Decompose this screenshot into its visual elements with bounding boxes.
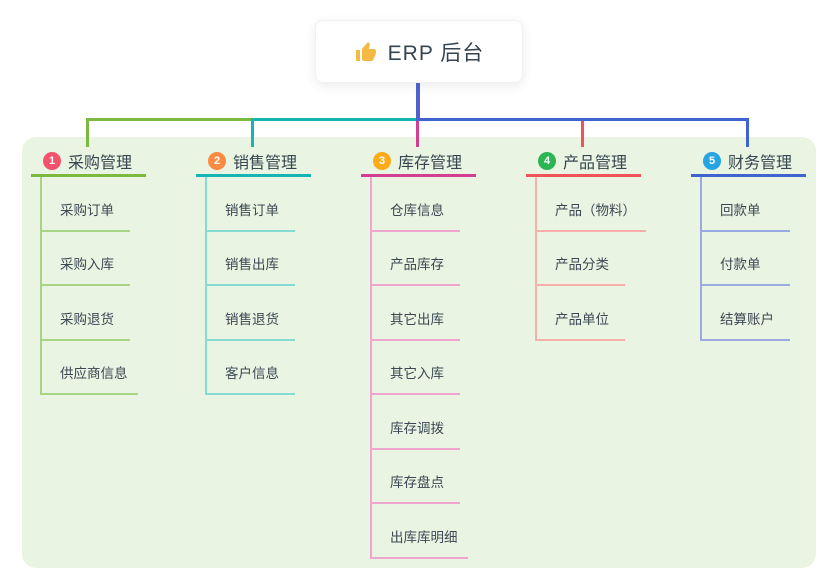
root-title: ERP 后台 bbox=[387, 41, 485, 65]
branch-number-badge: 3 bbox=[373, 151, 391, 170]
child-node[interactable]: 采购入库 bbox=[42, 232, 191, 286]
child-node[interactable]: 产品（物料） bbox=[537, 177, 686, 232]
child-node-label: 仓库信息 bbox=[372, 199, 460, 232]
child-node[interactable]: 产品分类 bbox=[537, 232, 686, 286]
child-node[interactable]: 产品库存 bbox=[372, 232, 521, 286]
child-node-label: 其它入库 bbox=[372, 362, 460, 395]
child-node[interactable]: 采购订单 bbox=[42, 177, 191, 232]
child-node-label: 销售订单 bbox=[207, 199, 295, 232]
branch-drop-line bbox=[416, 118, 419, 147]
child-node[interactable]: 回款单 bbox=[702, 177, 839, 232]
child-node[interactable]: 产品单位 bbox=[537, 286, 686, 341]
branch: 4 产品管理产品（物料） 产品分类产品单位 bbox=[526, 118, 686, 341]
child-node[interactable]: 销售退货 bbox=[207, 286, 356, 341]
branch-number-badge: 5 bbox=[703, 151, 721, 170]
branch-drop-line bbox=[86, 118, 89, 147]
root-connector-line bbox=[416, 83, 420, 121]
branch-title: 销售管理 bbox=[233, 154, 298, 172]
branch-number-badge: 2 bbox=[208, 151, 226, 170]
trunk-line bbox=[86, 118, 253, 121]
child-node-label: 产品单位 bbox=[537, 308, 625, 341]
child-node-label: 客户信息 bbox=[207, 362, 295, 395]
branch-children: 产品（物料） 产品分类产品单位 bbox=[535, 177, 686, 341]
branch-title: 产品管理 bbox=[563, 154, 628, 172]
child-node[interactable]: 采购退货 bbox=[42, 286, 191, 341]
child-node-label: 付款单 bbox=[702, 253, 790, 286]
branches-panel bbox=[22, 137, 816, 568]
child-node-label: 供应商信息 bbox=[42, 362, 138, 395]
thumbs-up-icon bbox=[354, 40, 378, 64]
trunk-line bbox=[417, 118, 749, 121]
branch-number-badge: 4 bbox=[538, 151, 556, 170]
child-node[interactable]: 仓库信息 bbox=[372, 177, 521, 232]
child-node[interactable]: 其它入库 bbox=[372, 341, 521, 395]
child-node[interactable]: 出库库明细 bbox=[372, 504, 521, 559]
branch-children: 仓库信息产品库存其它出库其它入库库存调拨库存盘点出库库明细 bbox=[370, 177, 521, 559]
branch-drop-line bbox=[581, 118, 584, 147]
branch: 2 销售管理销售订单销售出库销售退货客户信息 bbox=[196, 118, 356, 395]
child-node-label: 结算账户 bbox=[702, 308, 790, 341]
child-node[interactable]: 客户信息 bbox=[207, 341, 356, 395]
child-node-label: 回款单 bbox=[702, 199, 790, 232]
child-node-label: 产品分类 bbox=[537, 253, 625, 286]
branch-children: 销售订单销售出库销售退货客户信息 bbox=[205, 177, 356, 395]
child-node[interactable]: 结算账户 bbox=[702, 286, 839, 341]
child-node[interactable]: 销售出库 bbox=[207, 232, 356, 286]
child-node[interactable]: 销售订单 bbox=[207, 177, 356, 232]
branch-title: 库存管理 bbox=[398, 154, 463, 172]
branch-drop-line bbox=[251, 118, 254, 147]
child-node-label: 库存调拨 bbox=[372, 417, 460, 450]
child-node[interactable]: 库存调拨 bbox=[372, 395, 521, 450]
branch-number-badge: 1 bbox=[43, 151, 61, 170]
branch-node[interactable]: 3 库存管理 bbox=[361, 147, 476, 177]
branch-node[interactable]: 2 销售管理 bbox=[196, 147, 311, 177]
child-node-label: 采购入库 bbox=[42, 253, 130, 286]
child-node-label: 库存盘点 bbox=[372, 471, 460, 504]
branch: 3 库存管理仓库信息产品库存其它出库其它入库库存调拨库存盘点出库库明细 bbox=[361, 118, 521, 559]
branch: 1 采购管理采购订单采购入库采购退货供应商信息 bbox=[31, 118, 191, 395]
branch-children: 回款单付款单结算账户 bbox=[700, 177, 839, 341]
child-node-label: 出库库明细 bbox=[372, 526, 468, 559]
branch-node[interactable]: 4 产品管理 bbox=[526, 147, 641, 177]
branch-title: 采购管理 bbox=[68, 154, 133, 172]
branch-children: 采购订单采购入库采购退货供应商信息 bbox=[40, 177, 191, 395]
child-node-label: 销售出库 bbox=[207, 253, 295, 286]
branch: 5 财务管理回款单付款单结算账户 bbox=[691, 118, 839, 341]
branch-drop-line bbox=[746, 118, 749, 147]
child-node-label: 采购退货 bbox=[42, 308, 130, 341]
child-node-label: 产品（物料） bbox=[537, 199, 646, 232]
child-node-label: 其它出库 bbox=[372, 308, 460, 341]
branch-node[interactable]: 5 财务管理 bbox=[691, 147, 806, 177]
child-node[interactable]: 其它出库 bbox=[372, 286, 521, 341]
child-node-label: 产品库存 bbox=[372, 253, 460, 286]
trunk-line bbox=[251, 118, 419, 121]
root-node[interactable]: ERP 后台 bbox=[315, 20, 523, 83]
child-node-label: 销售退货 bbox=[207, 308, 295, 341]
child-node[interactable]: 供应商信息 bbox=[42, 341, 191, 395]
branch-node[interactable]: 1 采购管理 bbox=[31, 147, 146, 177]
child-node-label: 采购订单 bbox=[42, 199, 130, 232]
child-node[interactable]: 库存盘点 bbox=[372, 450, 521, 504]
branch-title: 财务管理 bbox=[728, 154, 793, 172]
child-node[interactable]: 付款单 bbox=[702, 232, 839, 286]
